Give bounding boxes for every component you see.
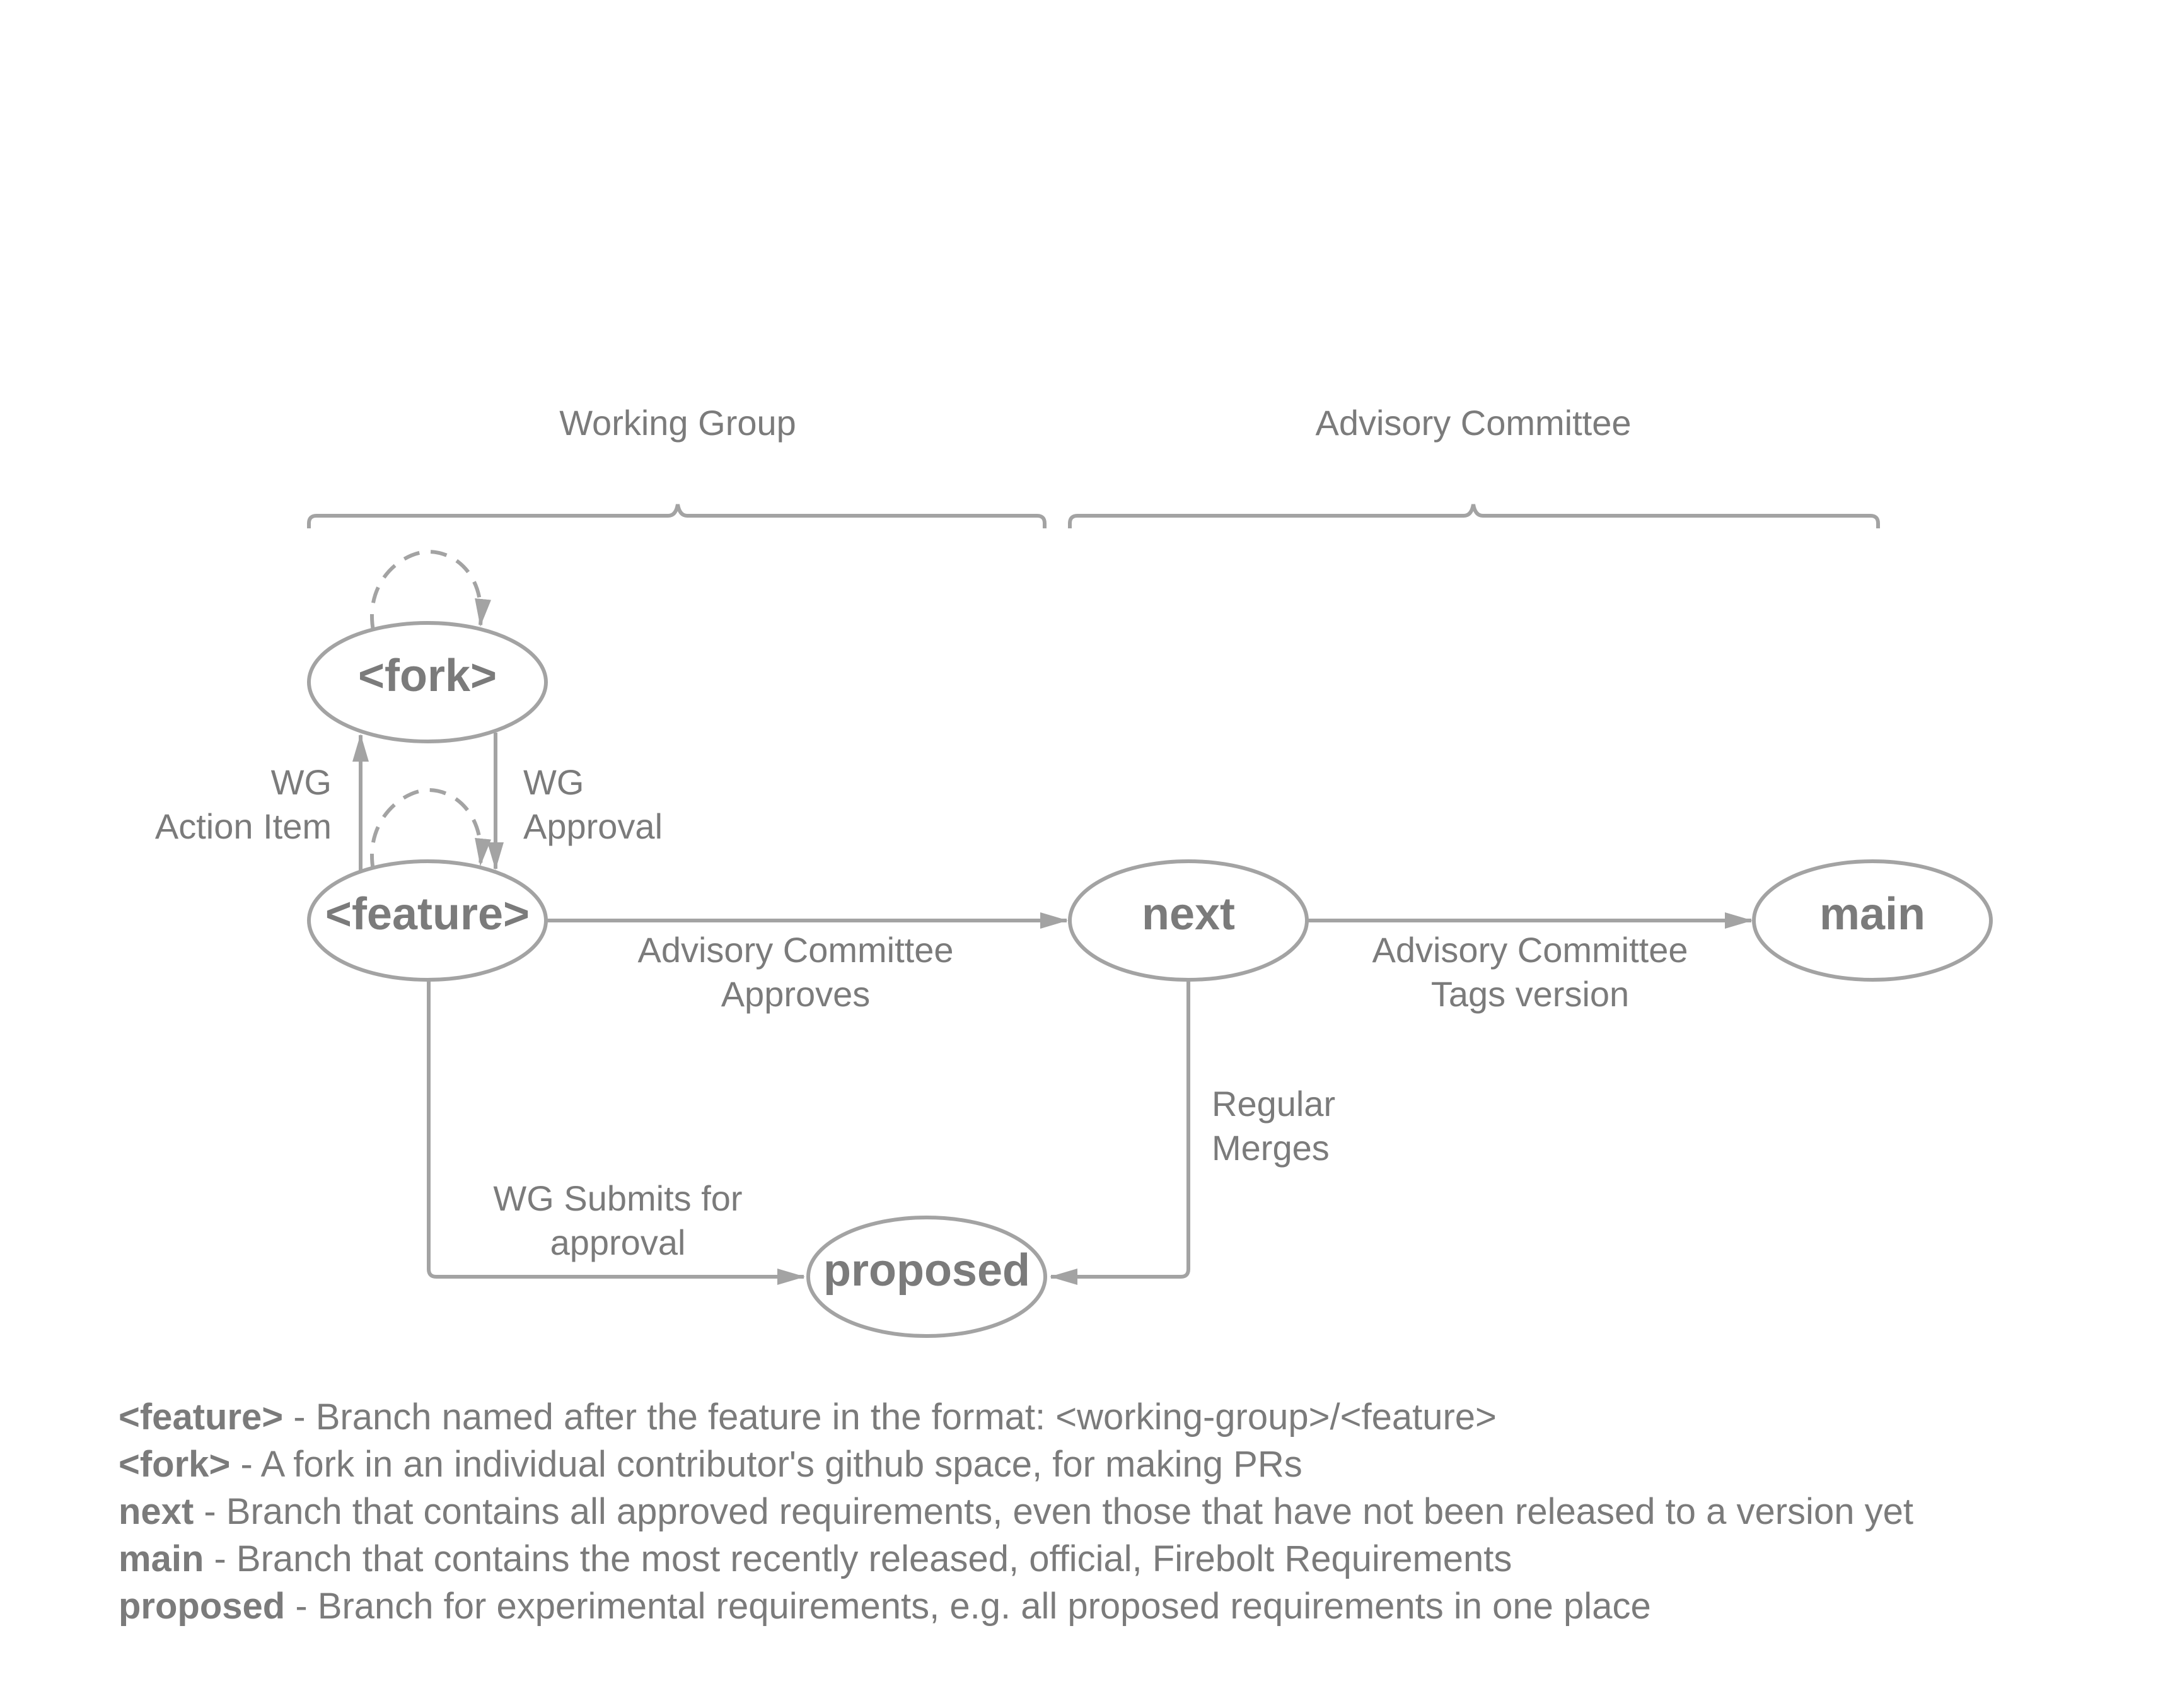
- legend-term: proposed: [119, 1586, 286, 1627]
- legend-term: <fork>: [119, 1444, 231, 1485]
- legend-desc: - Branch that contains all approved requ…: [194, 1491, 1913, 1532]
- fork-node-label: <fork>: [358, 651, 497, 701]
- legend-item-main: main - Branch that contains the most rec…: [119, 1535, 1913, 1583]
- feature-node: <feature>: [307, 859, 548, 982]
- ac-tags-version-label-2: Tags version: [1431, 974, 1629, 1014]
- legend-term: next: [119, 1491, 194, 1532]
- legend-term: <feature>: [119, 1397, 284, 1438]
- wg-submits-label-1: WG Submits for: [493, 1178, 742, 1218]
- ac-approves-label-2: Approves: [721, 974, 871, 1014]
- legend-item-next: next - Branch that contains all approved…: [119, 1488, 1913, 1535]
- ac-tags-version-label-1: Advisory Committee: [1372, 930, 1688, 970]
- working-group-label: Working Group: [559, 403, 796, 443]
- regular-merges-arrow: [1050, 980, 1190, 1285]
- main-node-label: main: [1819, 889, 1925, 939]
- main-node: main: [1752, 859, 1993, 982]
- legend-item-fork: <fork> - A fork in an individual contrib…: [119, 1441, 1913, 1488]
- legend-desc: - Branch named after the feature in the …: [283, 1397, 1497, 1438]
- working-group-brace: [307, 504, 1047, 528]
- wg-action-item-label-1: WG: [271, 762, 332, 802]
- fork-node: <fork>: [307, 621, 548, 743]
- next-node-label: next: [1142, 889, 1235, 939]
- legend-desc: - Branch for experimental requirements, …: [285, 1586, 1651, 1627]
- fork-self-loop: [370, 549, 491, 631]
- wg-submits-label-2: approval: [550, 1223, 686, 1262]
- legend-item-feature: <feature> - Branch named after the featu…: [119, 1393, 1913, 1441]
- legend-term: main: [119, 1538, 204, 1579]
- wg-approval-label-2: Approval: [523, 806, 663, 846]
- legend-item-proposed: proposed - Branch for experimental requi…: [119, 1583, 1913, 1630]
- feature-node-label: <feature>: [325, 889, 530, 939]
- next-node: next: [1068, 859, 1309, 982]
- wg-approval-label-1: WG: [523, 762, 584, 802]
- ac-approves-label-1: Advisory Committee: [637, 930, 953, 970]
- legend: <feature> - Branch named after the featu…: [119, 1393, 1913, 1630]
- proposed-node: proposed: [806, 1216, 1047, 1338]
- proposed-node-label: proposed: [823, 1245, 1030, 1296]
- legend-desc: - Branch that contains the most recently…: [204, 1538, 1512, 1579]
- wg-action-item-label-2: Action Item: [155, 806, 332, 846]
- advisory-committee-label: Advisory Committee: [1315, 403, 1631, 443]
- legend-desc: - A fork in an individual contributor's …: [230, 1444, 1302, 1485]
- feature-self-loop: [370, 787, 491, 871]
- regular-merges-label-1: Regular: [1212, 1084, 1335, 1124]
- wg-submits-arrow: [427, 980, 805, 1285]
- regular-merges-label-2: Merges: [1212, 1128, 1330, 1168]
- advisory-committee-brace: [1068, 504, 1880, 528]
